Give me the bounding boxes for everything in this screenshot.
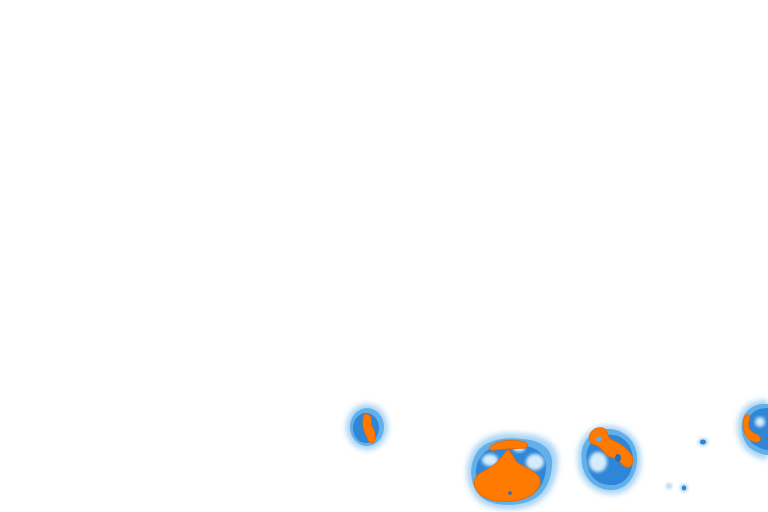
blob-right-edge [737,399,768,460]
hotspot-main [473,449,541,502]
blob-large-bottom [466,432,559,510]
hotspot [362,413,376,444]
blob-small-left [346,404,388,450]
hotspot [742,414,761,443]
hotspot-top [489,439,528,451]
blob-middle-right [577,425,642,495]
speck-group [666,438,708,492]
